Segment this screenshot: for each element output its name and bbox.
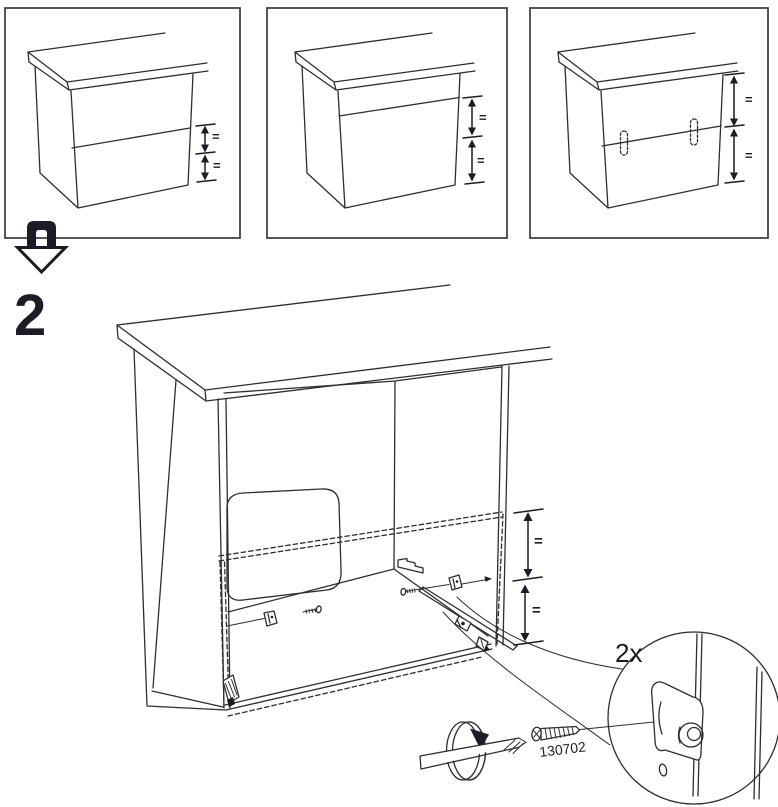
left-rail-end <box>222 674 240 707</box>
rail-rear-bracket <box>397 557 424 574</box>
panel-3-cabinet-drawing <box>557 32 739 209</box>
panel-3-measurement: = = <box>724 72 753 184</box>
cabinet-frame <box>133 348 510 711</box>
screwdriver <box>419 721 527 781</box>
equals-sign: = <box>477 153 485 168</box>
equals-sign: = <box>212 129 220 144</box>
equals-sign: = <box>213 158 221 173</box>
panel-1-cabinet-drawing <box>27 32 209 209</box>
magnifier-cone-line <box>456 596 623 670</box>
back-panel-cutout <box>226 488 342 601</box>
panel-3-border <box>529 7 769 239</box>
right-screw <box>400 584 450 596</box>
left-screw <box>302 605 322 614</box>
magnified-screw-hole <box>658 763 668 777</box>
overview-panels: = = = = <box>4 7 769 239</box>
part-number-label: 130702 <box>538 738 587 760</box>
screw-leader-line <box>579 721 655 730</box>
step-number: 2 <box>14 283 46 348</box>
panel-1-border <box>4 7 241 239</box>
quantity-label: 2x <box>615 638 642 668</box>
magnifier-cone-line <box>442 611 611 746</box>
panel-2-border <box>266 7 508 239</box>
equals-sign: = <box>532 602 541 619</box>
hinge-position-mark <box>689 118 699 146</box>
equals-sign: = <box>534 533 543 550</box>
panel-3: = = <box>529 7 769 239</box>
drawer-rail <box>418 586 518 652</box>
magnifier-detail: 2x <box>442 596 778 805</box>
panel-2-cabinet-drawing <box>294 32 476 209</box>
panel-1-measurement: = = <box>195 123 221 183</box>
phillips-tip-icon <box>503 737 527 754</box>
equals-sign: = <box>479 110 487 125</box>
panel-1: = = <box>4 7 241 239</box>
panel-2-measurement: = = <box>462 95 487 185</box>
magnified-rail-bracket <box>650 681 704 761</box>
screw-part: 130702 <box>531 725 587 760</box>
continue-arrow-icon <box>13 221 70 275</box>
left-bracket <box>226 610 278 627</box>
panel-2: = = <box>266 7 508 239</box>
countertop <box>116 284 553 402</box>
hinge-position-mark <box>619 130 629 156</box>
rail-position-guides <box>218 511 504 717</box>
equals-sign: = <box>745 92 753 107</box>
equals-sign: = <box>745 148 753 163</box>
main-measurement: = = <box>512 508 544 646</box>
main-cabinet-drawing: = = <box>116 284 553 717</box>
right-bracket <box>448 574 492 591</box>
screwdriver-shaft <box>419 737 527 770</box>
magnifier-circle <box>607 631 778 805</box>
